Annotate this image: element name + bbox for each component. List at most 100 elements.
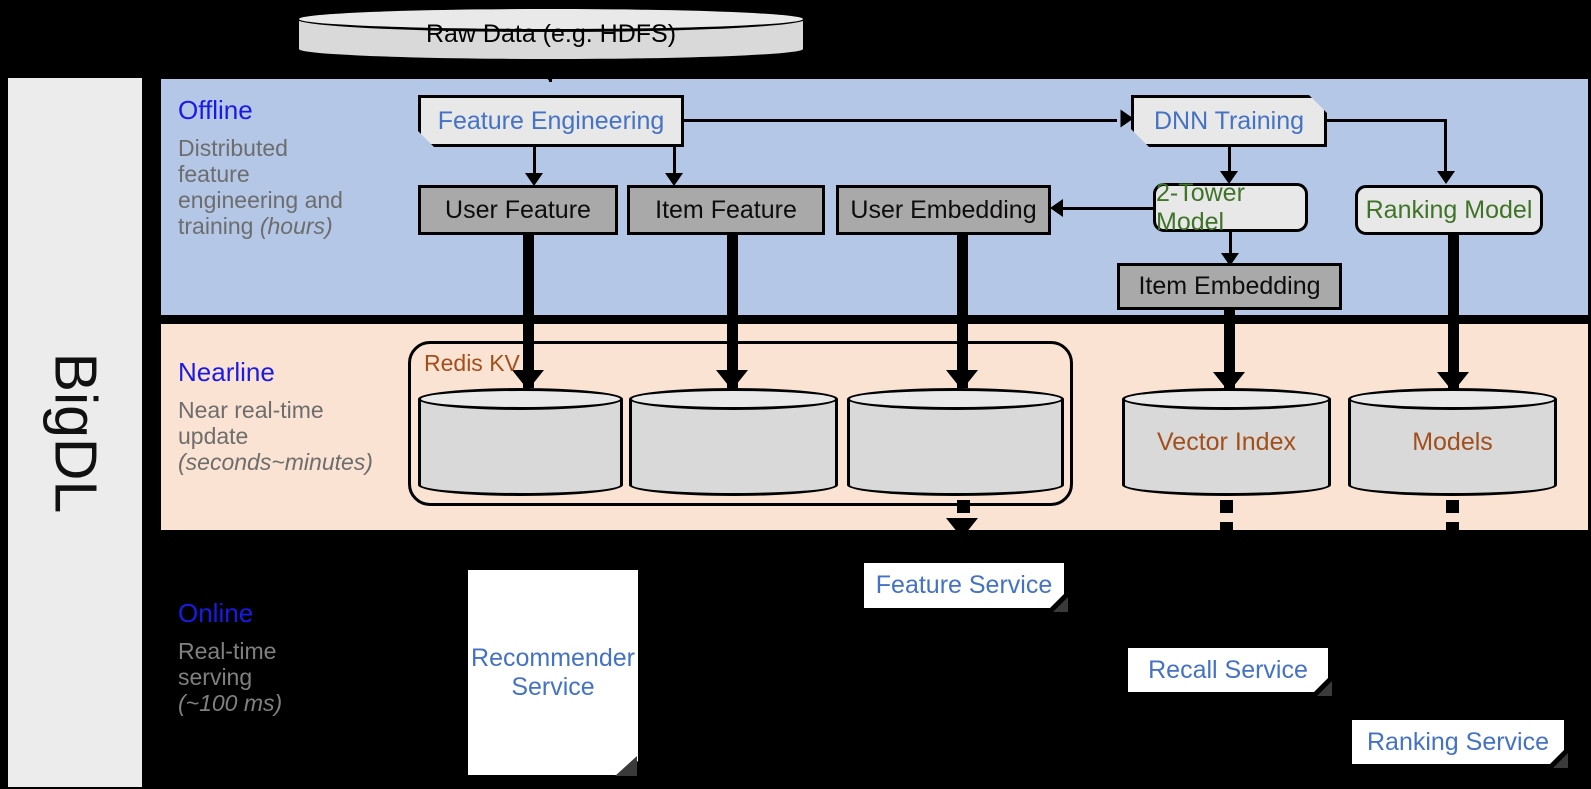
models-label: Models	[1412, 427, 1493, 456]
cylinder-top	[1122, 388, 1331, 410]
cylinder-top	[847, 388, 1064, 410]
dash-feature-service-1	[957, 500, 970, 513]
ranking-model-label: Ranking Model	[1365, 195, 1533, 224]
pipe-userembedding-store	[957, 233, 968, 388]
cylinder-body	[1348, 399, 1557, 485]
user-embedding-store[interactable]	[847, 388, 1064, 496]
recommender-service-label-l2: Service	[511, 672, 595, 701]
user-feature-box[interactable]: User Feature	[418, 185, 618, 235]
offline-description: Distributed feature engineering and trai…	[178, 135, 393, 239]
dash-recall-service-1	[1220, 500, 1233, 513]
user-feature-store-label	[418, 388, 623, 496]
offline-title: Offline	[178, 95, 253, 125]
dash-recall-service-2	[1220, 522, 1233, 535]
cylinder-top	[1348, 388, 1557, 410]
arrowhead-dnn-twotower	[1220, 171, 1238, 184]
item-feature-label: Item Feature	[655, 195, 797, 224]
raw-data-label: Raw Data (e.g. HDFS)	[425, 19, 677, 48]
arrowhead-rawdata-fe	[534, 62, 566, 82]
item-feature-store-label	[629, 388, 838, 496]
dnn-training-label: DNN Training	[1153, 106, 1305, 135]
cylinder-body	[847, 399, 1064, 485]
arrowhead-rankingmodel-models	[1437, 372, 1469, 392]
cylinder-top	[296, 6, 806, 32]
ranking-service-label: Ranking Service	[1366, 727, 1550, 756]
connector-twotower-itemembedding	[1229, 232, 1232, 258]
dash-ranking-service-2	[1446, 522, 1459, 535]
pipe-itemembedding-vectorindex	[1224, 308, 1235, 390]
offline-desc-l2: feature	[178, 160, 250, 187]
connector-twotower-userembedding	[1063, 207, 1155, 210]
cylinder-body	[418, 399, 623, 485]
pipe-userfeature-store	[523, 233, 534, 388]
recommender-service-label-l1: Recommender	[471, 643, 635, 672]
offline-latency: (hours)	[259, 212, 333, 239]
arrowhead-itemembedding-vectorindex	[1213, 372, 1245, 392]
cylinder-body	[629, 399, 838, 485]
arrowhead-feature-service	[946, 518, 978, 538]
dnn-training-box[interactable]: DNN Training	[1131, 95, 1327, 147]
two-tower-model-box[interactable]: 2-Tower Model	[1153, 179, 1308, 236]
dash-ranking-service-1	[1446, 500, 1459, 513]
cylinder-body	[1122, 399, 1331, 485]
ranking-model-box[interactable]: Ranking Model	[1355, 185, 1543, 235]
arrowhead-userembedding-store	[946, 370, 978, 390]
nearline-desc-l2: update	[178, 422, 249, 449]
cylinder-top	[629, 388, 838, 410]
feature-engineering-label: Feature Engineering	[437, 106, 665, 135]
feature-service-box[interactable]: Feature Service	[864, 563, 1064, 608]
online-latency: (~100 ms)	[178, 689, 283, 716]
online-caption: Online Real-time serving (~100 ms)	[178, 598, 408, 716]
offline-desc-l3: engineering and	[178, 186, 343, 213]
nearline-latency: (seconds~minutes)	[178, 448, 373, 475]
nearline-desc-l1: Near real-time	[178, 397, 324, 423]
two-tower-model-label: 2-Tower Model	[1156, 178, 1245, 236]
pipe-rankingmodel-models	[1448, 233, 1459, 390]
raw-data-store: Raw Data (e.g. HDFS)	[296, 6, 806, 62]
vector-index-store[interactable]: Vector Index	[1122, 388, 1331, 496]
connector-fe-itemfeature	[673, 147, 676, 175]
arrowhead-twotower-userembedding	[1050, 199, 1063, 217]
connector-dnn-ranking-h	[1327, 119, 1447, 122]
online-title: Online	[178, 598, 254, 628]
bigdl-label: BigDL	[42, 352, 109, 513]
nearline-title: Nearline	[178, 357, 275, 387]
arrowhead-fe-dnn	[1120, 109, 1134, 128]
nearline-description: Near real-time update (seconds~minutes)	[178, 397, 418, 475]
offline-caption: Offline Distributed feature engineering …	[178, 95, 393, 239]
arrowhead-fe-userfeature	[525, 173, 543, 186]
online-desc-l1: Real-time	[178, 638, 277, 664]
item-feature-box[interactable]: Item Feature	[627, 185, 825, 235]
item-embedding-box[interactable]: Item Embedding	[1117, 263, 1342, 310]
feature-service-label: Feature Service	[875, 571, 1053, 600]
redis-kv-label: Redis KV	[424, 350, 520, 376]
online-description: Real-time serving (~100 ms)	[178, 638, 408, 716]
cylinder-top	[418, 388, 623, 410]
vector-index-label: Vector Index	[1157, 427, 1296, 456]
online-desc-l2: serving	[178, 663, 253, 690]
ranking-service-box[interactable]: Ranking Service	[1352, 720, 1564, 764]
item-feature-store[interactable]	[629, 388, 838, 496]
connector-fe-userfeature	[533, 147, 536, 175]
connector-dnn-twotower	[1228, 147, 1231, 173]
arrowhead-dnn-ranking	[1437, 171, 1455, 184]
nearline-caption: Nearline Near real-time update (seconds~…	[178, 357, 418, 475]
recall-service-label: Recall Service	[1148, 655, 1308, 684]
user-embedding-store-label	[847, 388, 1064, 496]
user-feature-label: User Feature	[445, 195, 591, 224]
recommender-service-box[interactable]: Recommender Service	[468, 570, 638, 775]
bigdl-framework-panel: BigDL	[6, 76, 144, 789]
offline-desc-l1: Distributed	[178, 135, 288, 161]
feature-engineering-box[interactable]: Feature Engineering	[418, 95, 684, 147]
arrowhead-twotower-itemembedding	[1221, 253, 1239, 266]
recall-service-box[interactable]: Recall Service	[1128, 648, 1328, 692]
pipe-itemfeature-store	[727, 233, 738, 388]
user-feature-store[interactable]	[418, 388, 623, 496]
arrowhead-userfeature-store	[512, 370, 544, 390]
user-embedding-box[interactable]: User Embedding	[836, 185, 1051, 235]
user-embedding-label: User Embedding	[850, 195, 1037, 224]
models-store[interactable]: Models	[1348, 388, 1557, 496]
offline-desc-l4: training	[178, 212, 260, 239]
arrowhead-fe-itemfeature	[665, 173, 683, 186]
